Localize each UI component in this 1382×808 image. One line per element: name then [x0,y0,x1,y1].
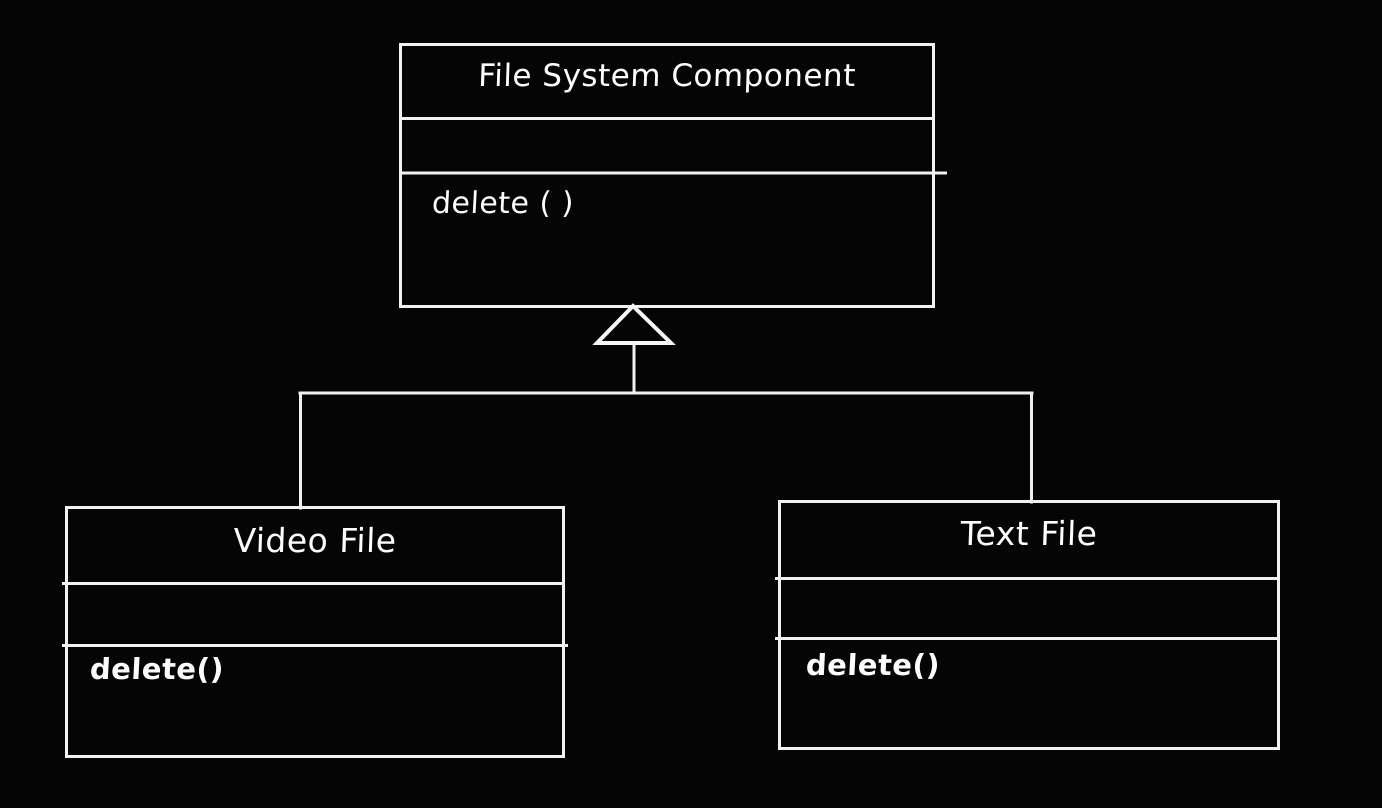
class-box-text-file[interactable] [775,500,1280,750]
class-name-video-file: Video File [232,521,398,560]
class-method-video-file-delete: delete() [89,652,225,686]
class-box-outline-parent [399,43,935,308]
class-name-text-file: Text File [959,514,1099,553]
class-box-outline-video-file [65,506,565,758]
inheritance-triangle-icon [592,303,676,345]
class-method-file-system-component-delete: delete ( ) [431,186,575,221]
class-box-outline-text-file [778,500,1280,750]
class-box-file-system-component[interactable] [399,43,947,308]
class-name-file-system-component: File System Component [477,58,857,94]
class-method-text-file-delete: delete() [805,648,941,682]
class-box-video-file[interactable] [62,506,568,758]
